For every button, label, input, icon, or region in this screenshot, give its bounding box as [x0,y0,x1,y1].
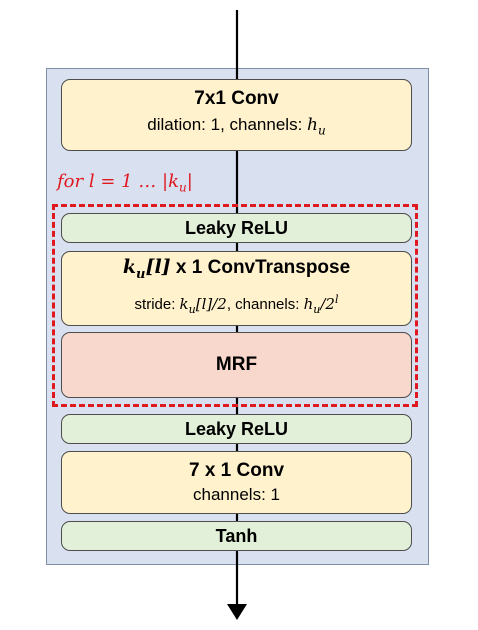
leaky-relu-1-title: Leaky ReLU [184,218,289,238]
output-conv-block: 7 x 1 Conv channels: 1 [61,451,412,514]
output-conv-params: channels: 1 [193,484,280,504]
mrf-title: MRF [215,354,258,375]
input-conv-dilation: dilation: 1, channels: [147,115,308,135]
conv-transpose-stride-rest: [l]/2 [195,295,227,314]
input-conv-channels-sub: u [317,123,326,138]
conv-transpose-channels-sup: l [334,293,339,307]
loop-label-range: = 1 … |k [94,171,179,192]
conv-transpose-stride-label: stride: [134,296,180,314]
input-conv-block: 7x1 Conv dilation: 1, channels: hu [61,79,412,151]
conv-transpose-channels-h-sub: u [313,303,321,317]
conv-transpose-k: k [122,255,136,278]
tanh-title: Tanh [215,526,258,546]
conv-transpose-stride-k: k [179,295,189,314]
conv-transpose-name: x 1 ConvTranspose [170,256,351,278]
conv-transpose-channels-rest: /2 [320,295,335,314]
output-conv-title: 7 x 1 Conv [188,459,285,481]
conv-transpose-k-index: [l] [145,255,171,278]
conv-transpose-params: stride: ku[l]/2, channels: hu/2l [135,289,339,321]
tanh-block: Tanh [61,521,412,551]
loop-label-end: | [186,171,193,192]
upsample-loop-box [52,204,418,407]
leaky-relu-block-2: Leaky ReLU [61,414,412,444]
conv-transpose-k-sub: u [136,266,146,282]
conv-transpose-block: ku[l] x 1 ConvTranspose stride: ku[l]/2,… [61,251,412,326]
arrow-head [227,604,247,620]
mrf-block: MRF [61,332,412,398]
loop-label-sub: u [179,180,187,195]
conv-transpose-title: ku[l] x 1 ConvTranspose [123,256,350,286]
loop-label: for l = 1 … |ku| [57,170,193,200]
input-conv-title: 7x1 Conv [194,88,279,110]
loop-label-for: for l [57,171,95,192]
input-conv-params: dilation: 1, channels: hu [147,114,325,141]
input-conv-channels-var: h [307,115,318,136]
leaky-relu-2-title: Leaky ReLU [184,419,289,439]
leaky-relu-block-1: Leaky ReLU [61,213,412,243]
conv-transpose-channels-h: h [303,295,314,314]
conv-transpose-channels-label: , channels: [226,296,304,314]
conv-transpose-stride-k-sub: u [188,303,196,317]
